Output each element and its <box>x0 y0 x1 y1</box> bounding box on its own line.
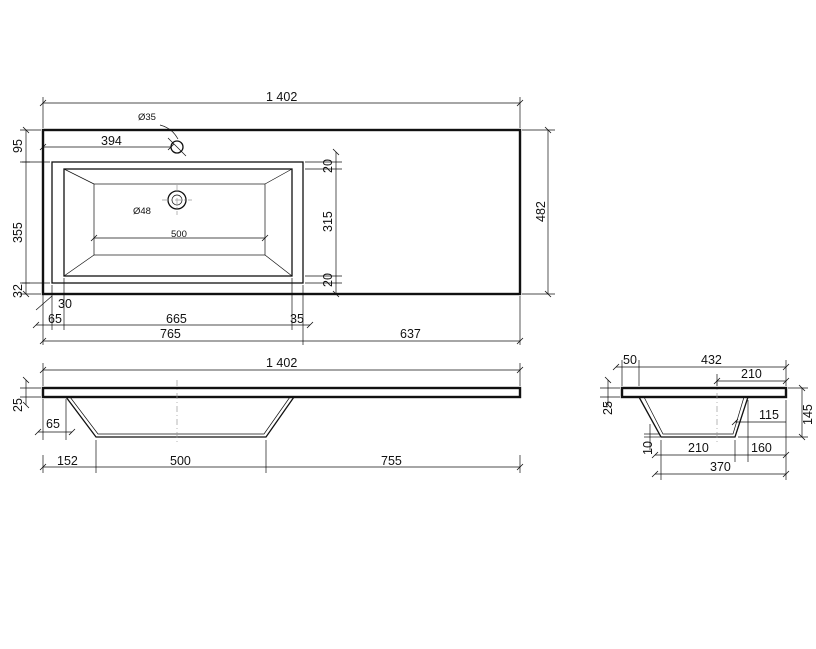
side-basin-outer-depth-label: 370 <box>710 460 731 474</box>
countertop-outline <box>41 128 522 296</box>
side-total-height-label: 145 <box>801 404 815 425</box>
side-drain-height-label: 115 <box>759 408 779 422</box>
front-slope-offset-label: 65 <box>46 417 60 431</box>
left-rim-label: 65 <box>48 312 62 326</box>
basin-bottom-outline <box>93 183 266 256</box>
front-view: 1 402 25 65 152 500 755 <box>11 356 524 473</box>
overall-width-label: 1 402 <box>266 90 297 104</box>
side-overall-depth-label: 432 <box>701 353 722 367</box>
front-overall-width-label: 1 402 <box>266 356 297 370</box>
side-basin-profile <box>638 396 749 438</box>
side-bottom-center-label: 210 <box>688 441 709 455</box>
front-left-offset-label: 152 <box>57 454 78 468</box>
counter-width-label: 637 <box>400 327 421 341</box>
front-bottom-width-label: 500 <box>170 454 191 468</box>
tap-offset-label: 394 <box>101 134 122 148</box>
basin-inner-outline <box>63 168 293 277</box>
basin-inner-width-label: 500 <box>171 229 187 240</box>
basin-rim-outline <box>51 161 304 284</box>
overall-depth-label: 482 <box>534 201 548 222</box>
basin-wall-top-label: 20 <box>321 159 335 173</box>
basin-inner-depth-label: 315 <box>321 211 335 232</box>
rim-offset-label: 30 <box>58 297 72 311</box>
drain-diameter-label: Ø48 <box>133 206 151 217</box>
right-rim-label: 35 <box>290 312 304 326</box>
front-basin-profile <box>65 396 295 438</box>
side-slab-thickness-label: 25 <box>601 401 615 415</box>
side-rim-width-label: 50 <box>623 353 637 367</box>
basin-outer-width-label: 665 <box>166 312 187 326</box>
side-back-offset-label: 160 <box>751 441 772 455</box>
basin-depth-label: 355 <box>11 222 25 243</box>
tap-offset-y-label: 95 <box>11 139 25 153</box>
front-right-offset-label: 755 <box>381 454 402 468</box>
front-margin-label: 32 <box>11 284 25 298</box>
basin-zone-width-label: 765 <box>160 327 181 341</box>
side-bottom-thickness-label: 10 <box>641 441 655 455</box>
side-slab <box>620 386 788 399</box>
side-center-to-back-label: 210 <box>741 367 762 381</box>
front-slab <box>41 386 522 399</box>
front-slab-thickness-label: 25 <box>11 398 25 412</box>
top-view: Ø35 394 Ø48 500 1 402 482 95 355 32 <box>11 90 555 345</box>
basin-wall-bottom-label: 20 <box>321 273 335 287</box>
side-view: 50 432 210 25 145 115 10 210 160 <box>600 353 815 480</box>
tap-hole-diameter-label: Ø35 <box>138 112 156 123</box>
